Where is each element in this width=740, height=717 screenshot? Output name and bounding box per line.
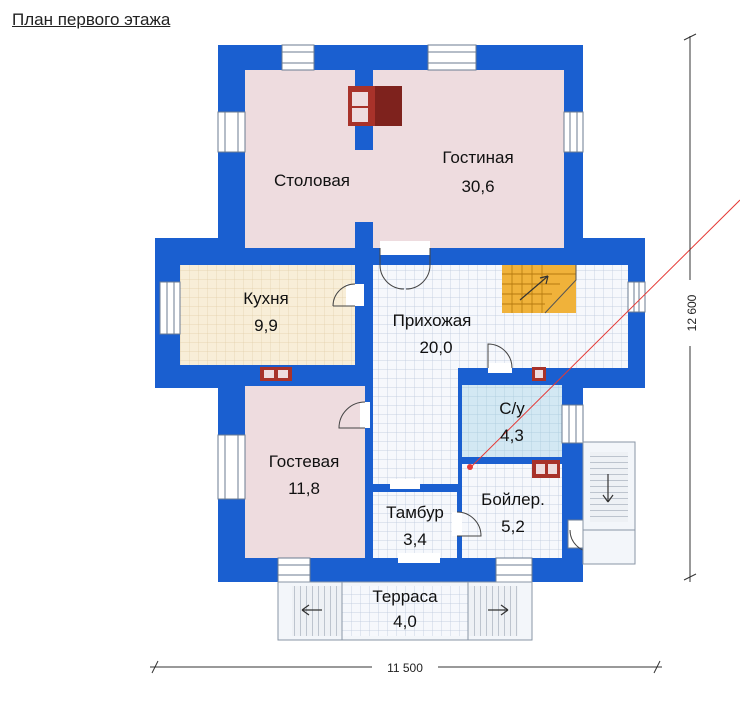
height-dimension-label: 12 600 bbox=[685, 294, 699, 331]
kitchen-name: Кухня bbox=[243, 289, 289, 308]
windows bbox=[159, 44, 646, 583]
window-mullions bbox=[166, 51, 640, 576]
boiler-room-name: Бойлер. bbox=[481, 490, 545, 509]
hall bbox=[373, 265, 628, 368]
dining-room-name: Столовая bbox=[274, 171, 350, 190]
section-marker bbox=[467, 464, 473, 470]
bathroom-name: С/у bbox=[499, 399, 525, 418]
vent-icon bbox=[532, 367, 546, 381]
hall-area: 20,0 bbox=[419, 338, 452, 357]
kitchen bbox=[180, 265, 355, 365]
opening bbox=[355, 150, 373, 222]
fireplace-icon bbox=[348, 86, 402, 126]
vestibule-name: Тамбур bbox=[386, 503, 444, 522]
hall-lower bbox=[373, 368, 458, 484]
staircase bbox=[502, 265, 577, 314]
plan-title: План первого этажа bbox=[12, 10, 171, 29]
terrace-name: Терраса bbox=[372, 587, 438, 606]
living-room bbox=[373, 70, 564, 248]
wall-stub bbox=[355, 222, 373, 248]
guest-room bbox=[245, 386, 365, 558]
side-stairs bbox=[582, 441, 636, 565]
boiler-room-area: 5,2 bbox=[501, 517, 525, 536]
boiler-icon bbox=[532, 460, 560, 478]
guest-room-area: 11,8 bbox=[288, 479, 320, 498]
guest-room-name: Гостевая bbox=[269, 452, 340, 471]
vestibule bbox=[373, 492, 457, 558]
dining-room bbox=[245, 70, 355, 248]
living-room-name: Гостиная bbox=[442, 148, 513, 167]
vestibule-area: 3,4 bbox=[403, 530, 427, 549]
section-line bbox=[469, 199, 740, 469]
living-room-area: 30,6 bbox=[461, 177, 494, 196]
kitchen-area: 9,9 bbox=[254, 316, 278, 335]
stove-icon bbox=[260, 367, 292, 381]
terrace bbox=[277, 581, 533, 641]
hall-name: Прихожая bbox=[393, 311, 472, 330]
terrace-area: 4,0 bbox=[393, 612, 417, 631]
doors bbox=[332, 241, 593, 563]
width-dimension-label: 11 500 bbox=[387, 661, 423, 675]
boiler-room bbox=[462, 464, 562, 558]
bathroom-area: 4,3 bbox=[500, 426, 524, 445]
bathroom bbox=[462, 385, 562, 457]
